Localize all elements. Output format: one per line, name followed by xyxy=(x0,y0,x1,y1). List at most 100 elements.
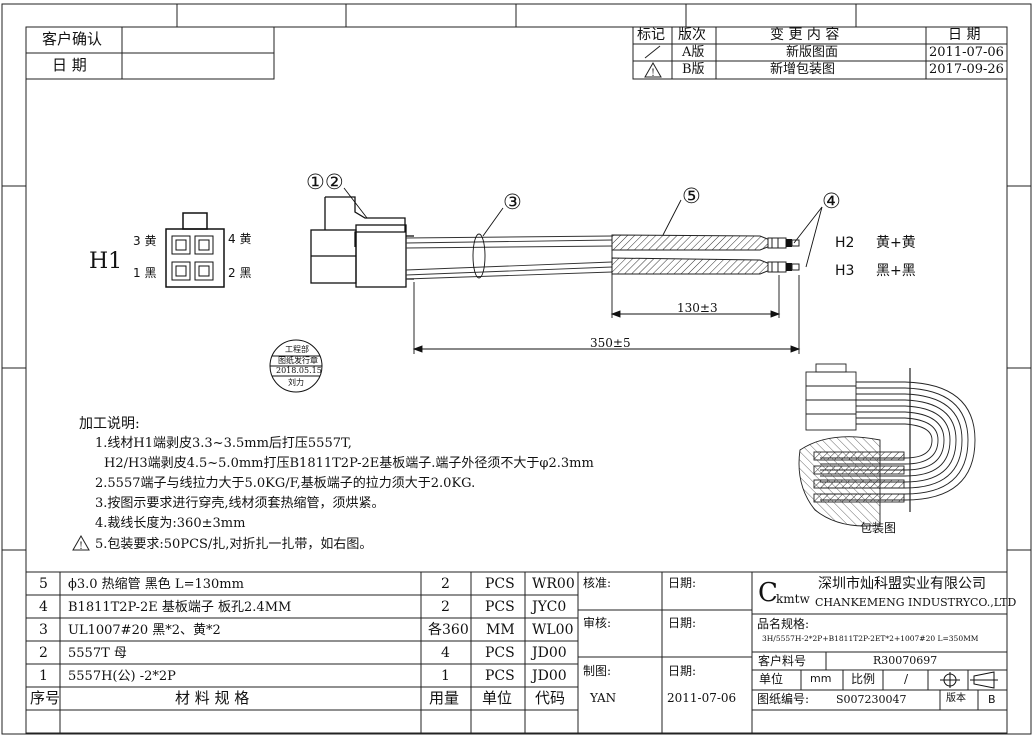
pin-label-1: 1 黑 xyxy=(133,266,157,280)
notes-line-3: 2.5557端子与线拉力大于5.0KG/F,基板端子的拉力须大于2.0KG. xyxy=(95,476,476,491)
stamp-line-2: 图纸发行章 xyxy=(278,356,318,365)
approval-review-date-label: 日期: xyxy=(668,616,697,630)
date-label: 日 期 xyxy=(52,56,87,74)
bom-code: WL00 xyxy=(532,622,574,638)
projection-symbol-icon xyxy=(940,671,998,689)
bom-spec: ϕ3.0 热缩管 黑色 L=130mm xyxy=(68,577,244,592)
company-logo: C xyxy=(758,578,778,608)
heat-shrink-lower xyxy=(611,257,771,275)
version-label: 版本 xyxy=(946,693,966,704)
bom-header-unit: 单位 xyxy=(482,689,513,707)
spec-label: 品名规格: xyxy=(757,617,810,631)
dimension-130: 130±3 xyxy=(677,301,718,315)
bom-qty: 2 xyxy=(441,576,450,592)
approval-review-label: 审核: xyxy=(583,616,612,630)
package-illustration xyxy=(798,363,976,527)
customer-confirm-label: 客户确认 xyxy=(42,30,103,48)
version-value: B xyxy=(988,693,996,706)
notes-line-5: 4.裁线长度为:360±3mm xyxy=(95,516,246,531)
bom-qty: 4 xyxy=(441,645,450,661)
bom-unit: PCS xyxy=(485,576,515,592)
bom-spec: B1811T2P-2E 基板端子 板孔2.4MM xyxy=(68,600,292,615)
heat-shrink-upper xyxy=(611,234,771,251)
approval-draw-label: 制图: xyxy=(583,664,612,678)
drawing-number-label: 图纸编号: xyxy=(757,692,810,706)
housing-side-view xyxy=(310,196,414,288)
warning-triangle-icon: ! xyxy=(72,534,90,552)
bom-header-spec: 材 料 规 格 xyxy=(175,689,250,707)
notes-line-4: 3.按图示要求进行穿壳,线材须套热缩管，须烘紧。 xyxy=(95,496,385,511)
h3-color: 黑+黑 xyxy=(876,263,916,279)
rev-header-content: 变 更 内 容 xyxy=(770,27,840,43)
callout-1-2: ①② xyxy=(306,170,344,194)
customer-part-label: 客户料号 xyxy=(758,654,807,668)
callout-4: ④ xyxy=(822,189,841,213)
callout-5: ⑤ xyxy=(682,184,701,208)
dimension-350: 350±5 xyxy=(590,336,631,350)
bom-header-code: 代码 xyxy=(535,689,566,707)
bom-no: 3 xyxy=(39,622,48,638)
engineering-stamp xyxy=(269,339,323,393)
rev-row-b-version: B版 xyxy=(682,62,705,77)
rev-row-a-version: A版 xyxy=(682,45,705,60)
bom-qty: 各360 xyxy=(428,622,469,638)
h2-label: H2 xyxy=(835,235,855,251)
bom-no: 1 xyxy=(39,668,48,684)
bom-code: WR00 xyxy=(532,576,575,592)
customer-part-value: R30070697 xyxy=(873,654,938,667)
bom-spec: 5557H(公) -2*2P xyxy=(68,669,176,684)
pin-label-3: 3 黄 xyxy=(133,234,157,248)
h2-color: 黄+黄 xyxy=(876,235,916,251)
bom-unit: PCS xyxy=(485,668,515,684)
svg-text:!: ! xyxy=(651,68,655,79)
drawing-number-value: S007230047 xyxy=(836,693,907,706)
notes-title: 加工说明: xyxy=(79,416,140,432)
bom-header-no: 序号 xyxy=(30,689,61,707)
bom-code: JD00 xyxy=(532,645,567,661)
notes-line-6: 5.包装要求:50PCS/扎,对折扎一扎带，如右图。 xyxy=(95,537,373,552)
bom-code: JD00 xyxy=(532,668,567,684)
bom-header-qty: 用量 xyxy=(429,689,460,707)
rev-row-b-date: 2017-09-26 xyxy=(929,62,1004,77)
rev-row-a-date: 2011-07-06 xyxy=(929,45,1004,60)
bom-no: 4 xyxy=(39,599,48,615)
unit-value: mm xyxy=(810,672,832,685)
callout-3: ③ xyxy=(503,190,522,214)
svg-text:!: ! xyxy=(79,541,83,552)
scale-value: / xyxy=(904,672,909,686)
bom-no: 2 xyxy=(39,645,48,661)
bom-unit: PCS xyxy=(485,599,515,615)
connector-label-h1: H1 xyxy=(89,249,123,274)
stamp-line-4: 刘力 xyxy=(288,378,304,387)
bom-spec: UL1007#20 黑*2、黄*2 xyxy=(68,623,221,638)
draw-date-value: 2011-07-06 xyxy=(667,691,737,705)
rev-header-date: 日 期 xyxy=(948,27,981,43)
stamp-line-3: 2018.05.15 xyxy=(276,366,322,375)
warning-triangle-icon: ! xyxy=(644,61,662,79)
stamp-line-1: 工程部 xyxy=(285,345,309,354)
company-name-cn: 深圳市灿科盟实业有限公司 xyxy=(818,576,986,592)
drawer-name: YAN xyxy=(590,691,617,705)
pin-label-2: 2 黑 xyxy=(228,266,252,280)
rev-row-a-content: 新版图面 xyxy=(786,45,839,60)
rev-header-version: 版次 xyxy=(678,27,706,43)
company-logo-small: kmtw xyxy=(776,592,810,606)
unit-label: 单位 xyxy=(759,672,784,686)
scale-label: 比例 xyxy=(851,672,876,686)
notes-line-2: H2/H3端剥皮4.5~5.0mm打压B1811T2P-2E基板端子.端子外径须… xyxy=(104,456,594,471)
bom-unit: PCS xyxy=(485,645,515,661)
rev-header-mark: 标记 xyxy=(637,27,665,43)
notes-line-1: 1.线材H1端剥皮3.3~3.5mm后打压5557T, xyxy=(95,436,352,451)
bom-code: JYC0 xyxy=(532,599,567,615)
bom-qty: 1 xyxy=(441,668,450,684)
rev-row-b-content: 新增包装图 xyxy=(770,62,836,77)
pin-label-4: 4 黄 xyxy=(228,232,252,246)
approval-draw-date-label: 日期: xyxy=(668,664,697,678)
spec-value: 3H/5557H-2*2P+B1811T2P-2ET*2+1007#20 L=3… xyxy=(762,634,979,643)
package-label: 包装图 xyxy=(860,521,897,535)
company-name-en: CHANKEMENG INDUSTRYCO.,LTD xyxy=(815,596,1017,609)
h3-label: H3 xyxy=(835,263,855,279)
approval-check-date-label: 日期: xyxy=(668,576,697,590)
